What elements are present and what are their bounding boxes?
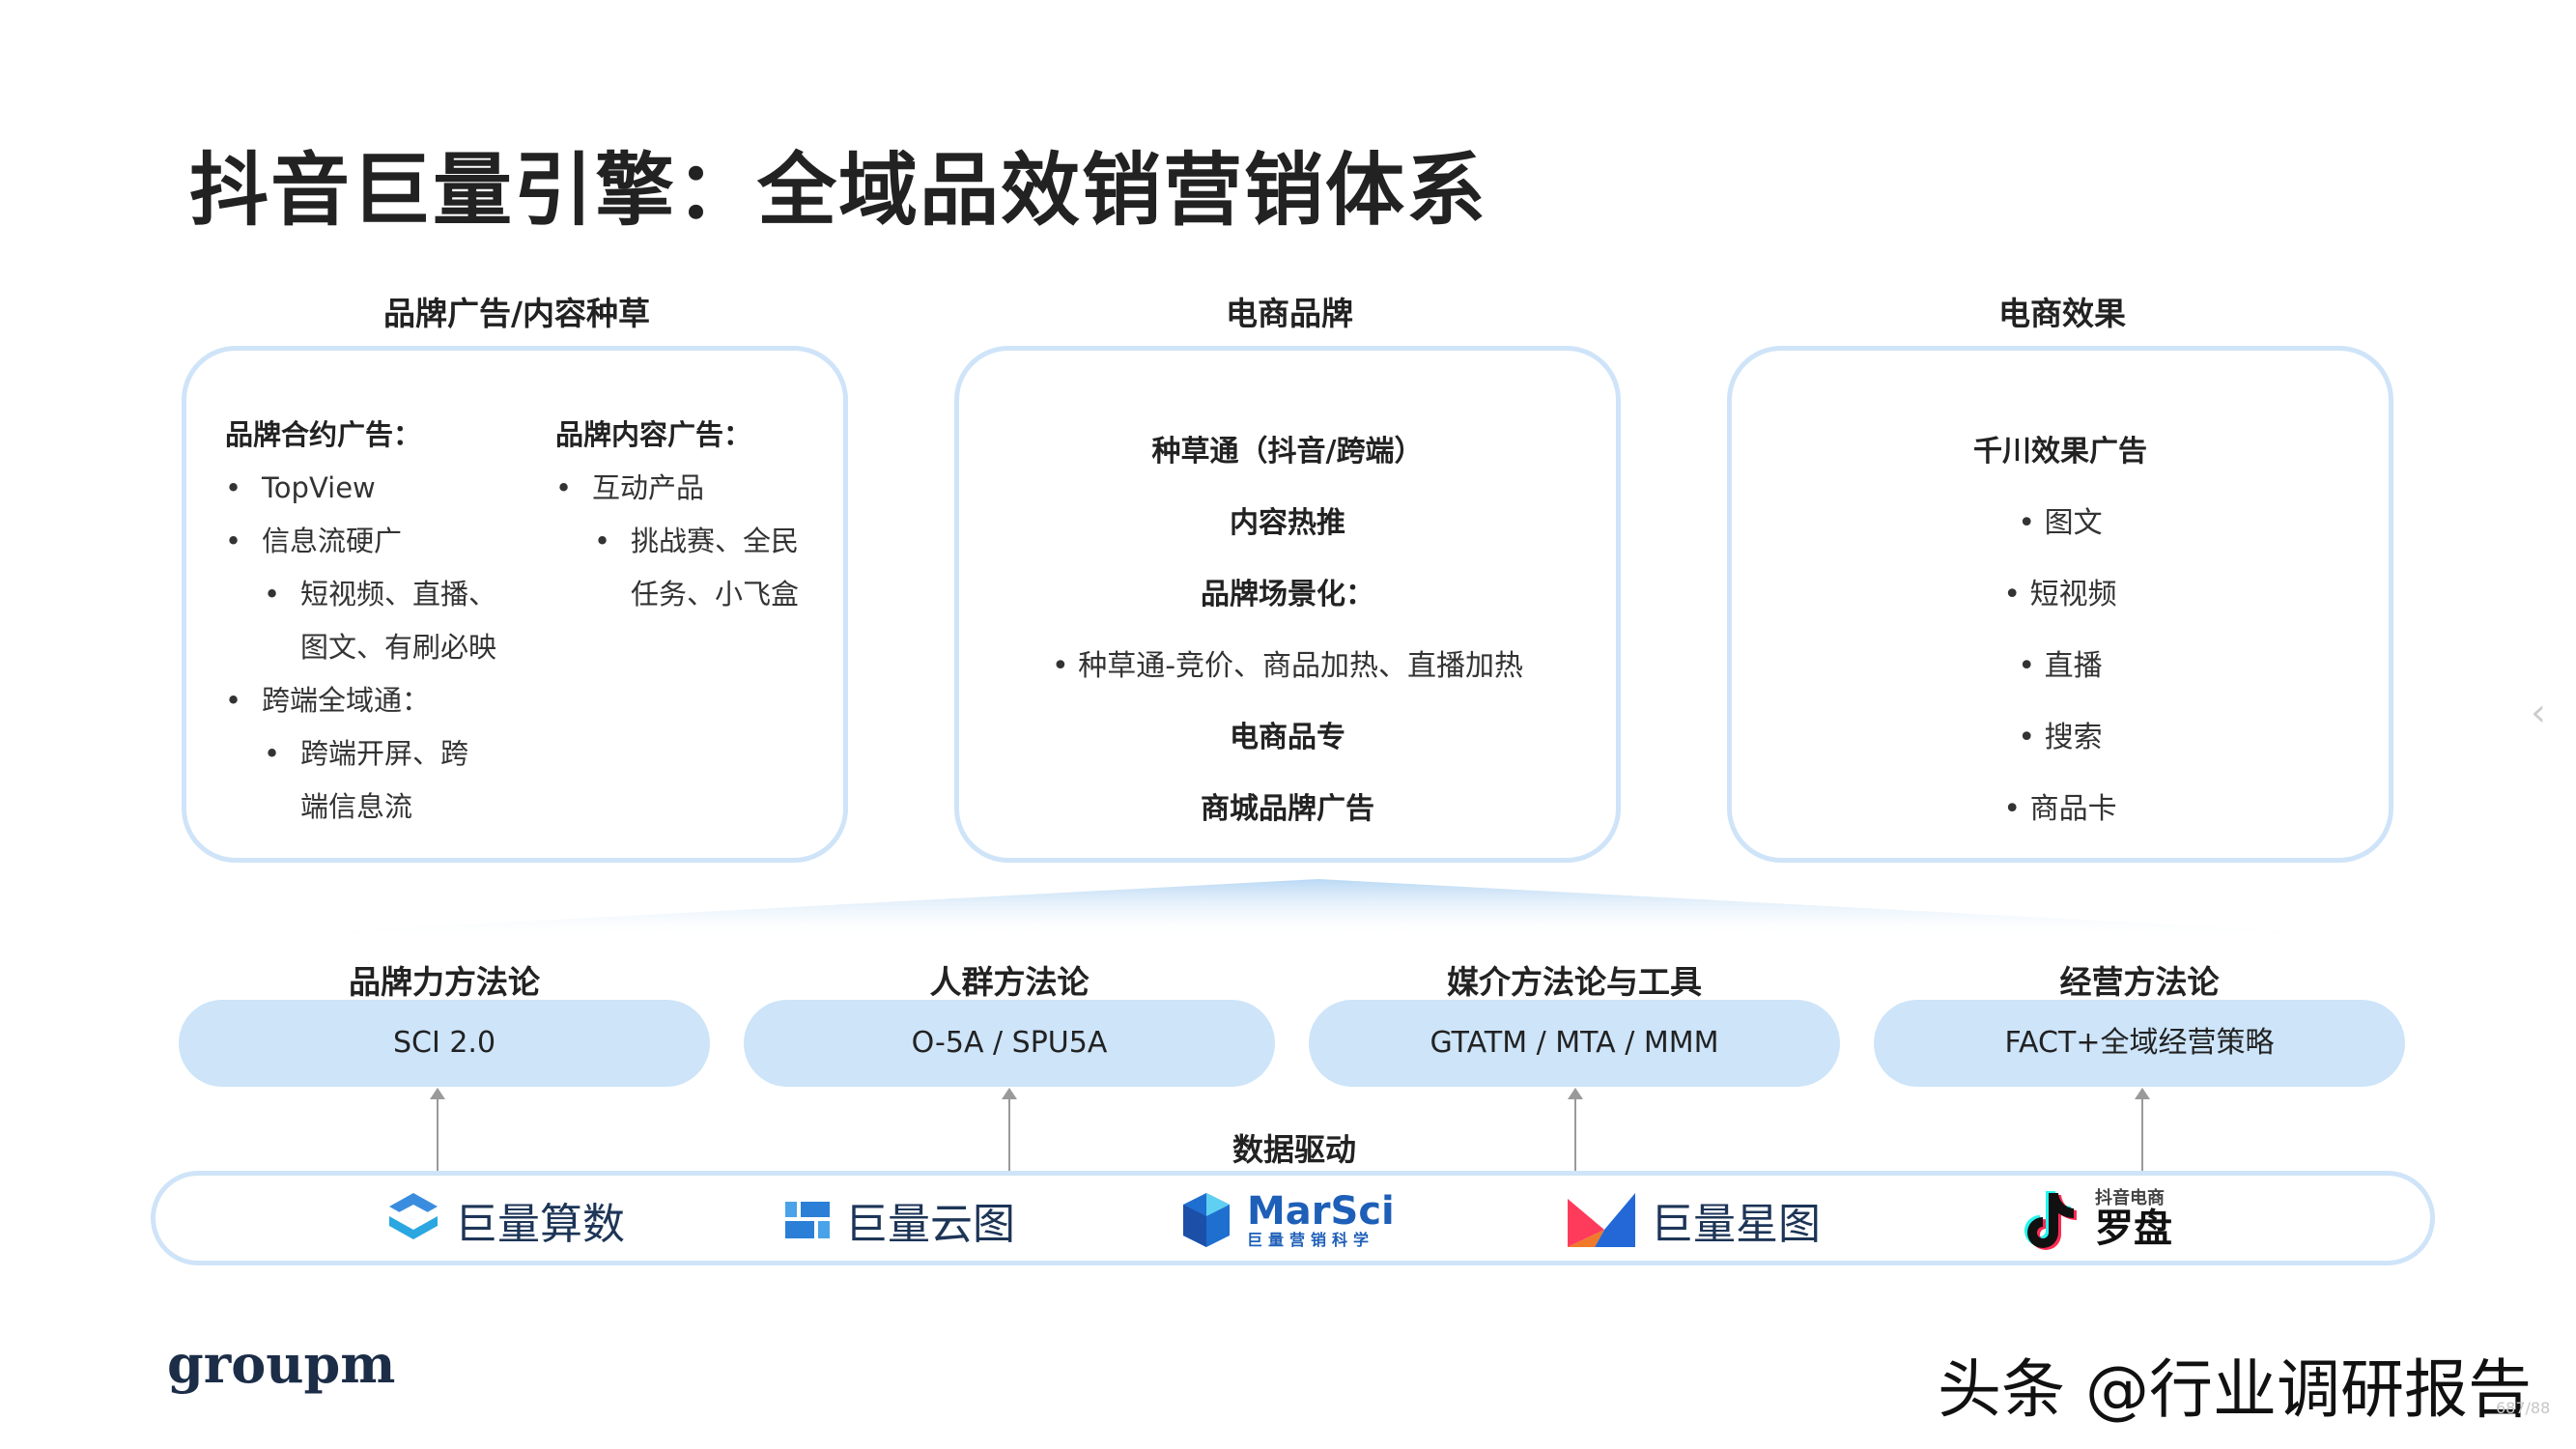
tool-name: MarSci — [1247, 1189, 1395, 1234]
tool-marsci: MarSci 巨量营销科学 — [1179, 1190, 1395, 1250]
list-item-continuation: 任务、小飞盒 — [631, 578, 800, 611]
panel-brand-ads: 品牌合约广告： TopView 信息流硬广 短视频、直播、 图文、有刷必映 跨端… — [182, 346, 848, 863]
support-fan-graphic — [193, 879, 2444, 939]
column-heading-brand-ads: 品牌广告/内容种草 — [382, 295, 651, 332]
tool-subtitle: 巨量营销科学 — [1247, 1231, 1375, 1249]
method-pill-audience: O-5A / SPU5A — [744, 1000, 1275, 1087]
list-item: 跨端开屏、跨 — [225, 727, 496, 781]
method-label-audience: 人群方法论 — [929, 963, 1090, 1001]
tool-bar: 巨量算数 巨量云图 MarSci 巨量营销科学 巨量星图 — [151, 1171, 2435, 1265]
sub-title: 品牌合约广告： — [225, 418, 422, 451]
tool-subtitle: 抖音电商 — [2095, 1188, 2165, 1208]
chevron-left-icon[interactable]: ‹ — [2531, 691, 2546, 735]
list-item: 互动产品 — [555, 462, 799, 515]
list-item: 种草通-竞价、商品加热、直播加热 — [959, 631, 1616, 702]
method-label-operation: 经营方法论 — [2059, 963, 2220, 1001]
list-item: 短视频 — [1732, 559, 2389, 631]
tool-name: 巨量算数 — [455, 1200, 625, 1249]
list-item: 商城品牌广告 — [1201, 792, 1374, 826]
arrow-up-icon — [1568, 1088, 1583, 1171]
tool-suanshu: 巨量算数 — [385, 1190, 625, 1250]
douyin-logo-icon — [2024, 1191, 2077, 1250]
method-label-media: 媒介方法论与工具 — [1447, 963, 1702, 1001]
yuntu-logo-icon — [785, 1202, 830, 1238]
list-item: 电商品专 — [1230, 721, 1345, 754]
list-title: 千川效果广告 — [1973, 435, 2147, 469]
method-label-brand: 品牌力方法论 — [349, 963, 540, 1001]
method-pill-operation: FACT+全域经营策略 — [1874, 1000, 2405, 1087]
suanshu-logo-icon — [389, 1193, 438, 1239]
arrow-up-icon — [430, 1088, 445, 1171]
tool-name: 罗盘 — [2095, 1207, 2172, 1251]
list-item: 品牌场景化： — [1201, 578, 1374, 611]
tool-luopan: 抖音电商 罗盘 — [2020, 1190, 2172, 1250]
xingtu-logo-icon — [1568, 1193, 1635, 1247]
list-item: 直播 — [1732, 631, 2389, 702]
column-heading-ecom-performance: 电商效果 — [1998, 295, 2126, 332]
data-drive-label: 数据驱动 — [1231, 1131, 1356, 1168]
ecom-brand-list: 种草通（抖音/跨端） 内容热推 品牌场景化： 种草通-竞价、商品加热、直播加热 … — [959, 416, 1616, 845]
slide-title: 抖音巨量引擎：全域品效销营销体系 — [189, 145, 1488, 237]
list-item: 挑战赛、全民 — [555, 515, 799, 568]
tool-xingtu: 巨量星图 — [1566, 1190, 1821, 1250]
list-item: 种草通（抖音/跨端） — [1151, 435, 1424, 469]
list-item: 短视频、直播、 — [225, 568, 496, 621]
tool-yuntu: 巨量云图 — [783, 1190, 1015, 1250]
list-item: 内容热推 — [1230, 506, 1345, 540]
list-item: 商品卡 — [1732, 774, 2389, 845]
tool-name: 巨量星图 — [1651, 1200, 1821, 1249]
groupm-logo: groupm — [167, 1333, 396, 1395]
list-item: 图文 — [1732, 488, 2389, 559]
list-item: 跨端全域通： — [225, 674, 496, 727]
list-item: 信息流硬广 — [225, 515, 496, 568]
panel-ecom-performance: 千川效果广告 图文 短视频 直播 搜索 商品卡 — [1727, 346, 2393, 863]
marsci-logo-icon — [1183, 1193, 1230, 1247]
sub-title: 品牌内容广告： — [555, 418, 752, 451]
list-item: 搜索 — [1732, 702, 2389, 774]
arrow-up-icon — [2135, 1088, 2150, 1171]
column-heading-ecom-brand: 电商品牌 — [1226, 295, 1353, 332]
brand-content-ads: 品牌内容广告： 互动产品 挑战赛、全民 任务、小飞盒 — [555, 409, 799, 621]
tool-name: 巨量云图 — [845, 1200, 1015, 1249]
list-item-continuation: 图文、有刷必映 — [300, 631, 497, 664]
watermark-text: 头条 @行业调研报告 — [1938, 1352, 2532, 1427]
method-pill-brand: SCI 2.0 — [179, 1000, 710, 1087]
ecom-performance-list: 千川效果广告 图文 短视频 直播 搜索 商品卡 — [1732, 416, 2389, 845]
method-pill-media: GTATM / MTA / MMM — [1309, 1000, 1840, 1087]
page-counter: 687/88 — [2496, 1399, 2551, 1417]
list-item-continuation: 端信息流 — [300, 790, 413, 823]
list-item: TopView — [225, 462, 496, 515]
panel-ecom-brand: 种草通（抖音/跨端） 内容热推 品牌场景化： 种草通-竞价、商品加热、直播加热 … — [954, 346, 1621, 863]
arrow-up-icon — [1002, 1088, 1017, 1171]
brand-contract-ads: 品牌合约广告： TopView 信息流硬广 短视频、直播、 图文、有刷必映 跨端… — [225, 409, 496, 834]
